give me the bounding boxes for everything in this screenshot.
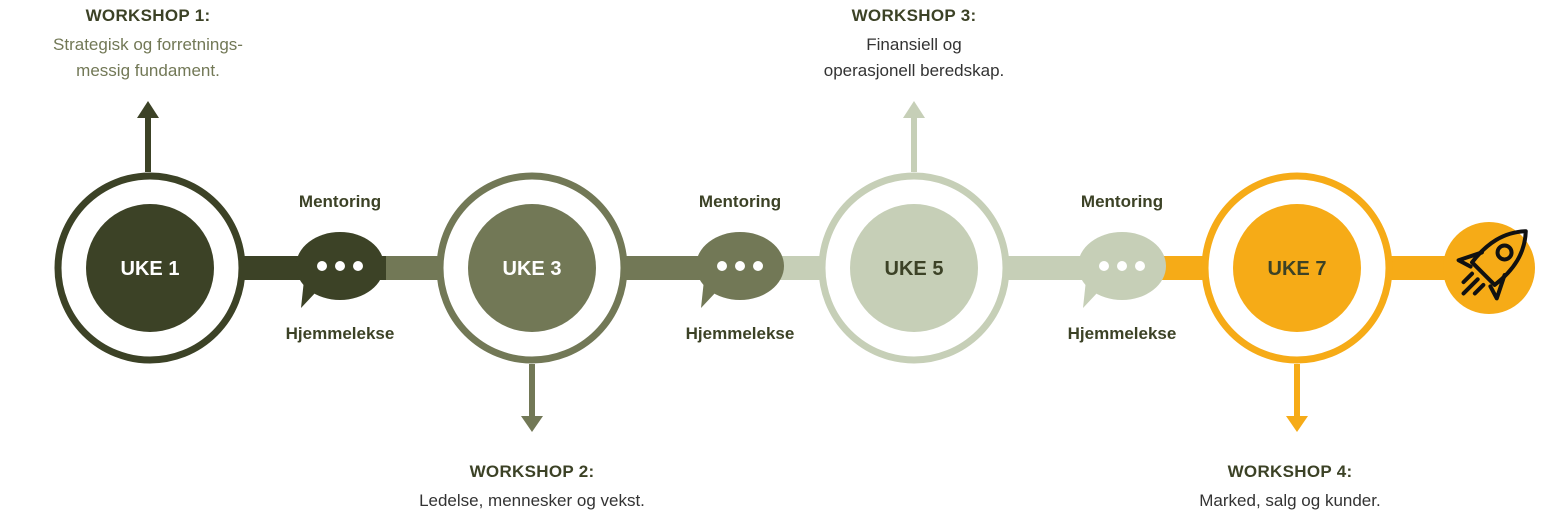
workshop-2-line-1: Ledelse, mennesker og vekst. <box>419 491 645 510</box>
workshop-1-line-2: messig fundament. <box>76 61 220 80</box>
arrow-up-workshop-1 <box>137 101 159 172</box>
workshop-3-caption: WORKSHOP 3: Finansiell og operasjonell b… <box>734 6 1094 84</box>
workshop-2-description: Ledelse, mennesker og vekst. <box>352 488 712 514</box>
rocket-icon <box>1443 222 1535 314</box>
arrow-down-workshop-2 <box>521 364 543 432</box>
workshop-4-title: WORKSHOP 4: <box>1227 462 1353 481</box>
workshop-2-title: WORKSHOP 2: <box>469 462 595 481</box>
homework-label-1: Hjemmelekse <box>285 324 395 343</box>
week-node-3: UKE 3 <box>436 172 628 364</box>
week-label-5: UKE 5 <box>885 258 944 280</box>
speech-bubble-icon-2 <box>696 232 784 308</box>
workshop-4-caption: WORKSHOP 4: Marked, salg og kunder. <box>1110 462 1470 514</box>
mentoring-label-3: Mentoring <box>1080 192 1164 211</box>
workshop-1-title: WORKSHOP 1: <box>85 6 211 25</box>
speech-bubble-icon-1 <box>296 232 384 308</box>
week-label-3: UKE 3 <box>503 258 562 280</box>
workshop-1-description: Strategisk og forretnings- messig fundam… <box>0 32 328 84</box>
workshop-1-caption: WORKSHOP 1: Strategisk og forretnings- m… <box>0 6 328 84</box>
workshop-3-line-2: operasjonell beredskap. <box>823 61 1005 80</box>
week-node-1: UKE 1 <box>54 172 246 364</box>
mentoring-label-1: Mentoring <box>298 192 382 211</box>
workshop-1-line-1: Strategisk og forretnings- <box>53 35 243 54</box>
workshop-4-line-1: Marked, salg og kunder. <box>1199 491 1381 510</box>
week-label-7: UKE 7 <box>1268 258 1327 280</box>
mentoring-label-2: Mentoring <box>698 192 782 211</box>
arrow-down-workshop-4 <box>1286 364 1308 432</box>
workshop-4-description: Marked, salg og kunder. <box>1110 488 1470 514</box>
homework-label-2: Hjemmelekse <box>685 324 795 343</box>
workshop-3-line-1: Finansiell og <box>866 35 962 54</box>
week-label-1: UKE 1 <box>121 258 180 280</box>
week-node-5: UKE 5 <box>818 172 1010 364</box>
homework-label-3: Hjemmelekse <box>1067 324 1177 343</box>
week-node-7: UKE 7 <box>1201 172 1393 364</box>
speech-bubble-icon-3 <box>1078 232 1166 308</box>
arrow-up-workshop-3 <box>903 101 925 172</box>
workshop-3-title: WORKSHOP 3: <box>851 6 977 25</box>
workshop-2-caption: WORKSHOP 2: Ledelse, mennesker og vekst. <box>352 462 712 514</box>
workshop-3-description: Finansiell og operasjonell beredskap. <box>734 32 1094 84</box>
